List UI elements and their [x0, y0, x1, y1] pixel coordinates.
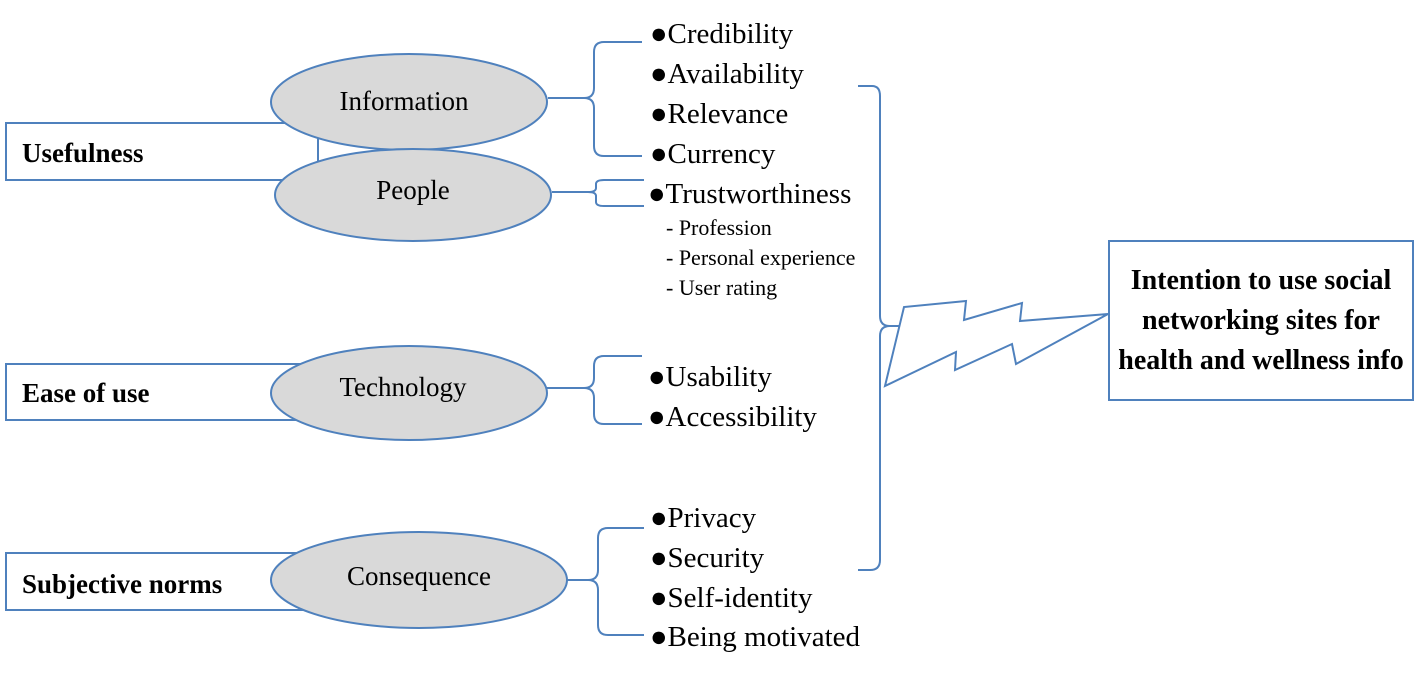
item-usability: ●Usability: [648, 361, 772, 393]
category-ellipse-technology: [270, 345, 548, 441]
brace-technology: [546, 355, 642, 425]
factor-box-ease-of-use: [5, 363, 313, 421]
factor-label-usefulness: Usefulness: [22, 138, 144, 168]
brace-consequence: [566, 527, 644, 636]
sub-item-profession: - Profession: [666, 215, 772, 240]
item-trustworthiness: ●Trustworthiness: [648, 178, 851, 210]
brace-information: [548, 41, 642, 157]
item-privacy: ●Privacy: [650, 502, 757, 534]
outcome-text: Intention to use social networking sites…: [1118, 264, 1404, 376]
item-credibility: ●Credibility: [650, 18, 794, 50]
lightning-arrow: [883, 299, 1109, 388]
category-label-people: People: [376, 175, 450, 205]
factor-box-usefulness: [5, 122, 319, 181]
item-self-identity: ●Self-identity: [650, 582, 813, 614]
item-accessibility: ●Accessibility: [648, 401, 817, 433]
item-relevance: ●Relevance: [650, 98, 788, 130]
sub-item-user-rating: - User rating: [666, 275, 777, 300]
item-being-motivated: ●Being motivated: [650, 621, 861, 653]
category-label-consequence: Consequence: [347, 561, 491, 591]
category-label-technology: Technology: [339, 372, 467, 402]
big-right-brace: [858, 85, 904, 571]
sub-item-personal-experience: - Personal experience: [666, 245, 855, 270]
category-ellipse-people: [274, 148, 552, 242]
category-label-information: Information: [340, 86, 469, 116]
outcome-box: Intention to use social networking sites…: [1108, 240, 1414, 401]
factor-label-ease-of-use: Ease of use: [22, 378, 150, 408]
item-currency: ●Currency: [650, 138, 776, 170]
brace-people: [552, 179, 644, 207]
factor-label-subjective-norms: Subjective norms: [22, 569, 222, 599]
item-security: ●Security: [650, 542, 765, 574]
item-availability: ●Availability: [650, 58, 804, 90]
